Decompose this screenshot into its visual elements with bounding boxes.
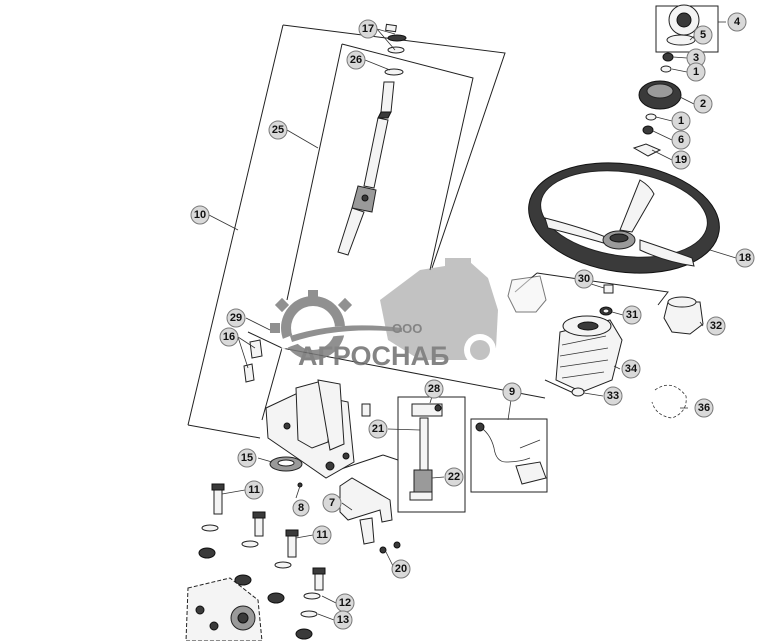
- svg-text:36: 36: [698, 402, 710, 414]
- callout: 18: [735, 248, 755, 268]
- svg-text:29: 29: [230, 312, 242, 324]
- svg-text:7: 7: [329, 497, 335, 509]
- callout: 28: [424, 379, 444, 399]
- pedal-linkage: [475, 422, 547, 485]
- bolts-and-washers: [198, 483, 326, 640]
- hub-parts: [632, 4, 700, 157]
- svg-text:18: 18: [739, 252, 751, 264]
- callout: 22: [444, 467, 464, 487]
- svg-text:31: 31: [626, 309, 638, 321]
- watermark-company-name: АГРОСНАБ: [298, 341, 449, 371]
- svg-text:21: 21: [372, 423, 384, 435]
- watermark-prefix: ООО: [392, 321, 422, 336]
- svg-text:10: 10: [194, 209, 206, 221]
- svg-text:32: 32: [710, 320, 722, 332]
- svg-text:5: 5: [700, 29, 706, 41]
- callout: 15: [237, 448, 257, 468]
- callout: 32: [706, 316, 726, 336]
- svg-text:9: 9: [509, 386, 515, 398]
- callout: 20: [391, 559, 411, 579]
- callout: 8: [292, 499, 310, 517]
- callout: 36: [694, 398, 714, 418]
- svg-text:1: 1: [693, 66, 699, 78]
- svg-text:25: 25: [272, 124, 284, 136]
- svg-text:33: 33: [607, 390, 619, 402]
- callout: 10: [190, 205, 210, 225]
- steering-wheel: [528, 162, 720, 274]
- gear-logo-icon: [270, 290, 402, 360]
- callout: 12: [335, 593, 355, 613]
- callout: 4: [727, 12, 747, 32]
- callout: 13: [333, 610, 353, 630]
- callout: 31: [622, 305, 642, 325]
- gas-spring: [409, 403, 443, 501]
- callouts: 17 26 25 10 4 5 3 1 2 1 6 19 18 30 31 32…: [190, 12, 755, 630]
- tilt-lever: [339, 477, 401, 554]
- callout: 6: [671, 130, 691, 150]
- callout: 7: [322, 493, 342, 513]
- svg-text:1: 1: [678, 115, 684, 127]
- callout: 29: [226, 308, 246, 328]
- svg-text:20: 20: [395, 563, 407, 575]
- callout: 30: [574, 269, 594, 289]
- callout: 16: [219, 327, 239, 347]
- callout: 26: [346, 50, 366, 70]
- svg-text:2: 2: [700, 98, 706, 110]
- svg-text:8: 8: [298, 502, 304, 514]
- svg-text:6: 6: [678, 134, 684, 146]
- callout: 11: [244, 480, 264, 500]
- callout: 25: [268, 120, 288, 140]
- callout: 17: [358, 19, 378, 39]
- svg-text:26: 26: [350, 54, 362, 66]
- svg-text:22: 22: [448, 471, 460, 483]
- base-assembly: [185, 577, 263, 641]
- steering-column-shaft: [337, 23, 407, 256]
- svg-text:3: 3: [693, 52, 699, 64]
- harvester-silhouette-icon: [380, 258, 498, 366]
- callout: 1: [671, 111, 691, 131]
- callout: 1: [686, 62, 706, 82]
- svg-text:30: 30: [578, 273, 590, 285]
- callout: 5: [693, 25, 713, 45]
- svg-text:17: 17: [362, 23, 374, 35]
- svg-text:11: 11: [248, 484, 260, 496]
- svg-text:4: 4: [734, 16, 741, 28]
- callout: 21: [368, 419, 388, 439]
- svg-text:13: 13: [337, 614, 349, 626]
- callout: 3: [686, 48, 706, 68]
- steering-pedestal: [243, 339, 371, 488]
- callout: 33: [603, 386, 623, 406]
- svg-text:11: 11: [316, 529, 328, 541]
- callout: 19: [671, 150, 691, 170]
- callout: 34: [621, 359, 641, 379]
- callout: 11: [312, 525, 332, 545]
- svg-text:34: 34: [625, 363, 638, 375]
- callout: 9: [502, 382, 522, 402]
- svg-text:16: 16: [223, 331, 235, 343]
- column-base-parts: [507, 275, 704, 419]
- svg-text:28: 28: [428, 383, 440, 395]
- svg-text:19: 19: [675, 154, 687, 166]
- company-watermark: ООО АГРОСНАБ: [270, 258, 498, 371]
- callout: 2: [693, 94, 713, 114]
- svg-text:15: 15: [241, 452, 253, 464]
- svg-text:12: 12: [339, 597, 351, 609]
